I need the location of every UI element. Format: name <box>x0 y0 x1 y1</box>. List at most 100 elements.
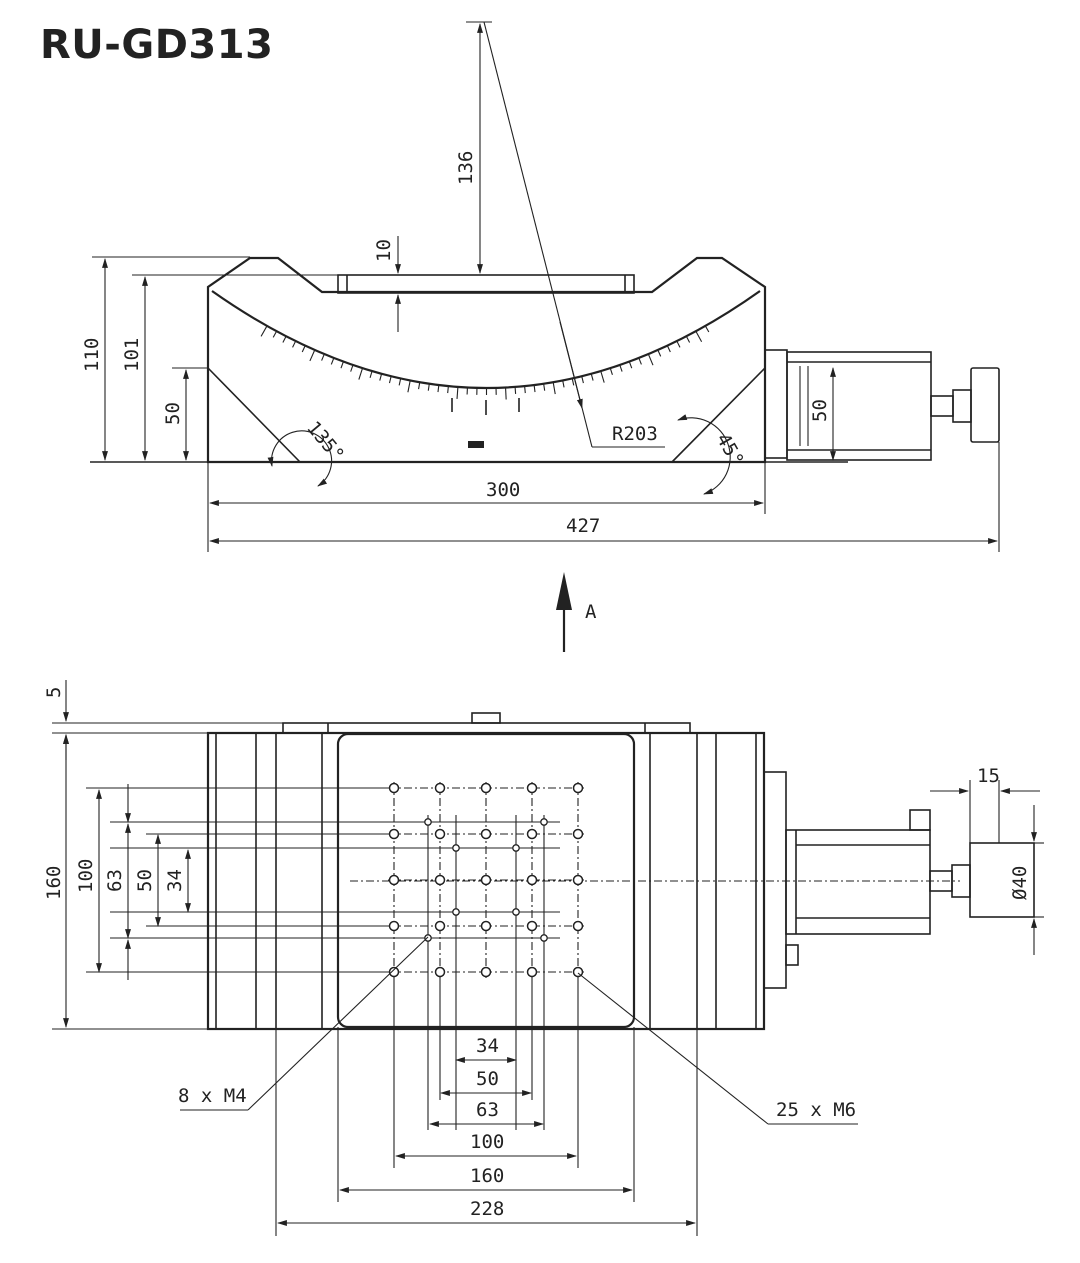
dim-100-h-label: 100 <box>470 1131 504 1153</box>
dim-5-label: 5 <box>43 687 65 698</box>
hole-m4 <box>540 934 548 942</box>
front-arc <box>211 290 761 390</box>
scale-tick <box>581 376 584 384</box>
front-motor <box>764 349 1000 461</box>
scale-tick <box>704 325 710 333</box>
dim-136-label: 136 <box>455 151 477 185</box>
hole-m6 <box>572 920 584 932</box>
hole-m6 <box>434 874 446 886</box>
scale-tick <box>590 373 594 381</box>
scale-tick <box>638 357 642 365</box>
hole-m6 <box>388 874 400 886</box>
dim-63-h-label: 63 <box>476 1099 499 1121</box>
front-body-outline <box>206 256 767 464</box>
scale-tick <box>340 361 344 369</box>
scale-tick <box>407 380 411 393</box>
front-top-plate <box>337 274 635 294</box>
dim-34-h-label: 34 <box>476 1035 499 1057</box>
dim-34-v-label: 34 <box>164 869 186 892</box>
dim-100-v-label: 100 <box>75 859 97 893</box>
drawing-title: RU-GD313 <box>40 22 274 68</box>
scale-tick <box>571 378 575 386</box>
dim-160-h-label: 160 <box>470 1165 504 1187</box>
hole-m6 <box>434 782 446 794</box>
hole-grid <box>86 782 584 1168</box>
scale-tick <box>321 353 325 361</box>
dim-101-label: 101 <box>121 338 143 372</box>
scale-tick <box>309 349 316 362</box>
hole-m6 <box>388 920 400 932</box>
scale-tick <box>330 357 335 365</box>
dim-63-v-label: 63 <box>104 869 126 892</box>
hole-m6 <box>480 920 492 932</box>
scale-tick <box>685 335 691 343</box>
dim-50-motor-label: 50 <box>809 399 831 422</box>
hole-m4 <box>424 818 432 826</box>
scale-tick <box>398 378 402 386</box>
scale-tick <box>609 367 613 376</box>
scale-tick <box>301 345 306 353</box>
hole-m6 <box>526 966 538 978</box>
scale-tick <box>619 364 623 372</box>
hole-m6 <box>572 782 584 794</box>
scale-tick <box>418 382 421 390</box>
dim-110-label: 110 <box>81 338 103 372</box>
hole-m4 <box>512 908 520 916</box>
scale-tick <box>505 387 507 400</box>
hole-m6 <box>480 828 492 840</box>
hole-m4 <box>452 844 460 852</box>
scale-tick <box>456 386 459 399</box>
label-m4: 8 x M4 <box>178 1085 247 1107</box>
scale-tick <box>676 340 681 348</box>
scale-tick <box>369 370 373 378</box>
top-view: 15 Ø40 5 160 100 63 50 34 8 x M4 25 x M <box>43 680 1044 1236</box>
hole-m4 <box>540 818 548 826</box>
scale-tick <box>388 376 392 384</box>
hole-m6 <box>572 874 584 886</box>
scale-tick <box>647 353 654 366</box>
dim-300-label: 300 <box>486 479 520 501</box>
dim-dia40-label: Ø40 <box>1009 866 1031 900</box>
dim-15-label: 15 <box>977 765 1000 787</box>
scale-tick <box>657 349 662 357</box>
scale-tick <box>447 386 449 394</box>
dim-228-h-label: 228 <box>470 1198 504 1220</box>
logo-mark <box>468 441 484 448</box>
scale-tick <box>260 325 268 337</box>
scale-tick <box>292 340 297 348</box>
scale-tick <box>350 364 354 372</box>
scale-tick <box>282 335 287 343</box>
scale-tick <box>427 383 430 391</box>
view-arrow-label: A <box>585 601 597 623</box>
hole-m6 <box>434 920 446 932</box>
hole-m6 <box>572 828 584 840</box>
angle-scale-ticks <box>260 325 710 415</box>
dim-10-label: 10 <box>373 239 395 262</box>
hole-m6 <box>434 828 446 840</box>
angle-left-label: 135° <box>302 417 348 466</box>
hole-m6 <box>526 874 538 886</box>
dim-50-h-label: 50 <box>476 1068 499 1090</box>
hole-m6 <box>480 966 492 978</box>
scale-tick <box>600 370 605 383</box>
hole-m6 <box>526 828 538 840</box>
front-view: 110 101 50 136 10 R203 135° 45° 50 300 4… <box>81 21 1000 652</box>
hole-m6 <box>480 874 492 886</box>
dim-50-v-label: 50 <box>134 869 156 892</box>
scale-tick <box>358 367 364 380</box>
dim-160-v-label: 160 <box>43 866 65 900</box>
scale-tick <box>514 386 517 394</box>
hole-m6 <box>434 966 446 978</box>
scale-tick <box>524 386 526 394</box>
scale-tick <box>695 330 703 343</box>
hole-m6 <box>388 828 400 840</box>
scale-tick <box>543 383 546 391</box>
hole-m4 <box>424 934 432 942</box>
hole-m6 <box>526 782 538 794</box>
label-m6: 25 x M6 <box>776 1099 856 1121</box>
dim-427-label: 427 <box>566 515 600 537</box>
hole-m6 <box>388 782 400 794</box>
hole-m4 <box>452 908 460 916</box>
angle-right-label: 45° <box>712 430 748 471</box>
